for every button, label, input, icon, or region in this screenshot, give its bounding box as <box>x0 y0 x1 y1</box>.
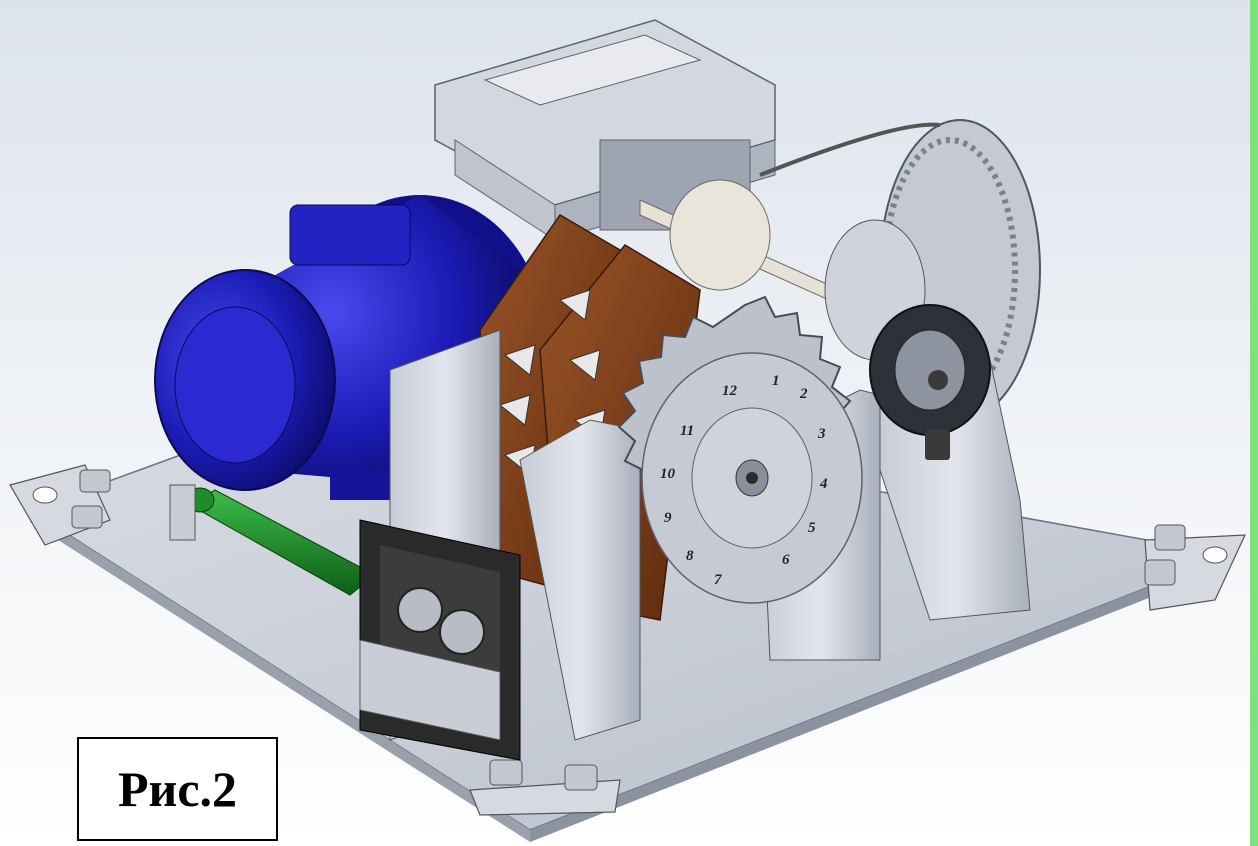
toothed-dial <box>617 295 863 604</box>
figure-caption-box: Рис.2 <box>77 737 278 841</box>
green-edge-strip <box>1250 0 1258 846</box>
dial-number: 7 <box>714 572 722 588</box>
dial-numbers: 1 2 3 4 5 6 7 8 9 10 11 12 <box>660 373 828 588</box>
dial-number: 10 <box>660 466 676 482</box>
dial-number: 1 <box>772 373 780 389</box>
dial-number: 8 <box>686 548 694 564</box>
dial-number: 11 <box>680 423 694 439</box>
figure-caption: Рис.2 <box>117 761 238 817</box>
dial-number: 5 <box>808 520 816 536</box>
green-roller <box>169 484 376 596</box>
dial-number: 9 <box>664 510 672 526</box>
foot-front <box>469 759 621 816</box>
dial-number: 6 <box>782 552 790 568</box>
dial-number: 12 <box>722 383 738 399</box>
connector-panel <box>359 519 521 761</box>
dial-number: 3 <box>817 426 826 442</box>
dial-number: 2 <box>799 386 808 402</box>
foot-right <box>1144 524 1246 611</box>
foot-left <box>9 464 111 546</box>
shaft <box>639 179 926 361</box>
dial-number: 4 <box>819 476 828 492</box>
cam-flange <box>869 304 991 460</box>
